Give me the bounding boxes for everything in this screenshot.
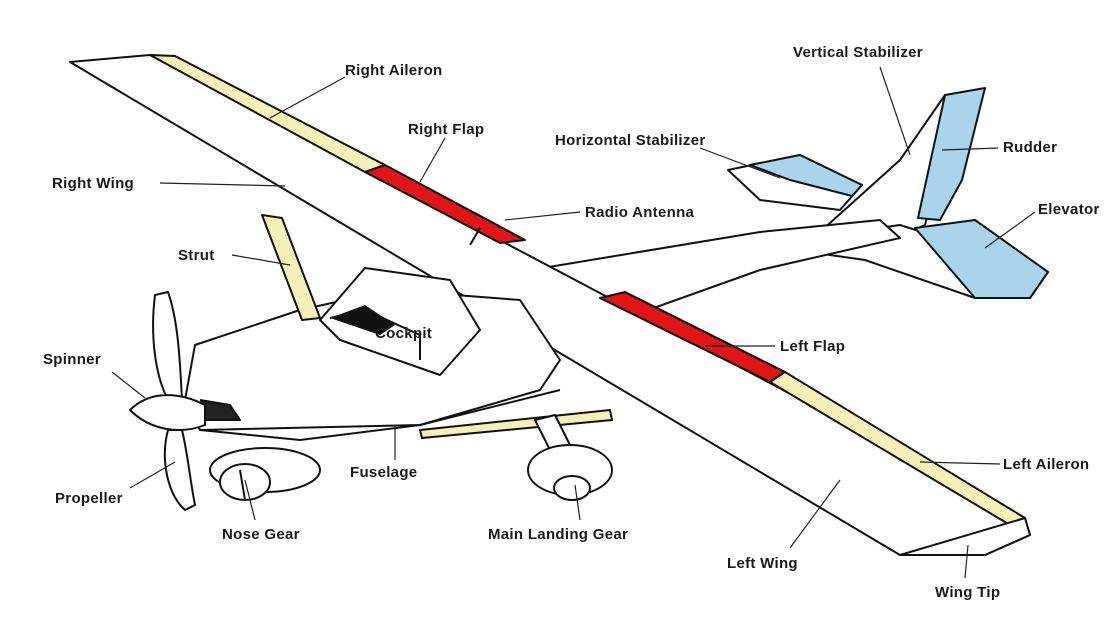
label-spinner: Spinner xyxy=(43,351,101,368)
label-left-aileron: Left Aileron xyxy=(1003,456,1089,473)
radio-antenna xyxy=(469,227,481,246)
label-radio-antenna: Radio Antenna xyxy=(585,204,695,221)
wing-tip xyxy=(899,517,1031,556)
label-cockpit: Cockpit xyxy=(375,325,432,342)
label-vertical-stabilizer: Vertical Stabilizer xyxy=(793,44,923,61)
label-elevator: Elevator xyxy=(1038,201,1100,218)
right-flap xyxy=(364,164,526,244)
spinner xyxy=(129,394,206,431)
fuselage xyxy=(184,267,561,441)
strut xyxy=(261,214,321,321)
label-right-aileron: Right Aileron xyxy=(345,62,443,79)
label-right-wing: Right Wing xyxy=(52,175,134,192)
label-main-landing-gear: Main Landing Gear xyxy=(488,526,628,543)
nose-gear xyxy=(209,447,321,501)
leader-lines xyxy=(111,66,1036,579)
label-fuselage: Fuselage xyxy=(350,464,417,481)
main-landing-gear xyxy=(527,414,613,501)
horizontal-stabilizer xyxy=(727,154,863,211)
elevator xyxy=(914,219,1049,299)
label-left-wing: Left Wing xyxy=(727,555,798,572)
label-horizontal-stabilizer: Horizontal Stabilizer xyxy=(555,132,705,149)
label-strut: Strut xyxy=(178,247,215,264)
rudder xyxy=(917,87,986,221)
label-nose-gear: Nose Gear xyxy=(222,526,300,543)
label-right-flap: Right Flap xyxy=(408,121,484,138)
labels: Right Aileron Right Flap Right Wing Radi… xyxy=(43,44,1100,601)
propeller xyxy=(152,291,196,511)
label-left-flap: Left Flap xyxy=(780,338,845,355)
cockpit xyxy=(319,267,481,376)
label-wing-tip: Wing Tip xyxy=(935,584,1000,601)
label-propeller: Propeller xyxy=(55,490,123,507)
main-wing xyxy=(69,54,1031,556)
label-rudder: Rudder xyxy=(1003,139,1057,156)
right-elevator xyxy=(749,154,863,197)
